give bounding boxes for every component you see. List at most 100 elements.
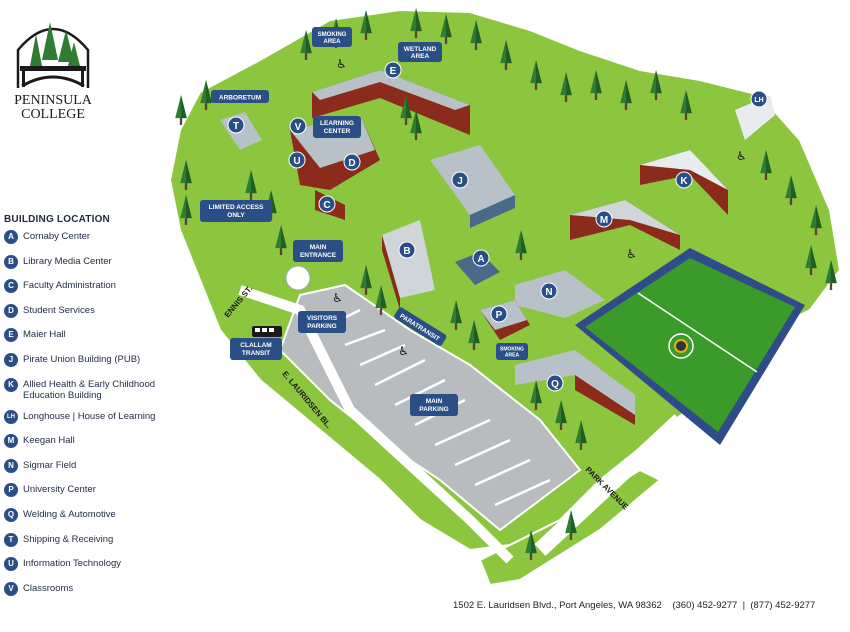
svg-text:ENTRANCE: ENTRANCE <box>300 252 337 259</box>
legend-label: Shipping & Receiving <box>23 533 114 545</box>
map-badge-m[interactable]: M <box>595 210 613 228</box>
legend-label: Faculty Administration <box>23 280 116 292</box>
svg-text:AREA: AREA <box>411 53 430 60</box>
legend-item: T Shipping & Receiving <box>4 532 179 558</box>
main-entrance-label: MAIN ENTRANCE <box>293 240 343 262</box>
svg-text:Q: Q <box>551 379 559 390</box>
turnaround <box>285 265 311 291</box>
legend-item: P University Center <box>4 483 179 508</box>
legend-label: Classrooms <box>23 582 74 594</box>
learning-center-label: LEARNING CENTER <box>313 116 361 138</box>
phone-2: (877) 452-9277 <box>750 600 816 611</box>
legend-badge: M <box>4 434 18 449</box>
legend-badge: A <box>4 230 18 244</box>
svg-text:TRANSIT: TRANSIT <box>242 350 270 357</box>
campus-map: E T V U D C J K M B A N P Q LH SMOKING A… <box>170 8 842 587</box>
building-lh-longhouse <box>735 95 775 140</box>
building-n <box>515 270 605 318</box>
legend-label: Information Technology <box>23 558 122 570</box>
legend-badge: N <box>4 458 18 473</box>
legend-item: Q Welding & Automotive <box>4 507 179 533</box>
legend-label: Student Services <box>23 304 95 316</box>
legend-badge: V <box>4 581 18 596</box>
svg-text:VISITORS: VISITORS <box>307 315 338 322</box>
map-badge-p[interactable]: P <box>490 305 508 323</box>
bus-icon <box>252 326 282 337</box>
map-badge-lh[interactable]: LH <box>750 90 768 108</box>
svg-text:AREA: AREA <box>323 39 341 45</box>
legend-badge: T <box>4 532 18 547</box>
map-badge-q[interactable]: Q <box>546 374 564 392</box>
map-badge-j[interactable]: J <box>451 171 469 189</box>
main-parking-label: MAIN PARKING <box>410 394 458 416</box>
peninsula-college-logo: PENINSULA COLLEGE <box>8 10 98 128</box>
legend-label: Pirate Union Building (PUB) <box>23 353 141 365</box>
building-k <box>640 150 728 215</box>
logo-line-2: COLLEGE <box>21 107 85 122</box>
wheelchair-icon: ♿ <box>336 57 347 71</box>
legend-title: BUILDING LOCATION <box>4 214 110 225</box>
legend-label: Welding & Automotive <box>23 508 116 520</box>
legend-label: Library Media Center <box>23 255 112 267</box>
address-text: 1502 E. Lauridsen Blvd., Port Angeles, W… <box>453 600 662 611</box>
svg-text:E: E <box>390 66 397 77</box>
svg-text:PARKING: PARKING <box>307 323 337 330</box>
svg-text:K: K <box>680 176 688 187</box>
map-badge-c[interactable]: C <box>318 195 336 213</box>
svg-text:V: V <box>295 122 302 133</box>
arboretum-label: ARBORETUM <box>211 90 269 103</box>
svg-text:B: B <box>403 246 410 257</box>
wheelchair-icon: ♿ <box>736 149 747 163</box>
smoking-area-label: SMOKING AREA <box>312 27 352 47</box>
map-badge-a[interactable]: A <box>472 249 490 267</box>
legend-label: Longhouse | House of Learning <box>23 410 156 422</box>
sigmar-soccer-field <box>575 248 805 445</box>
wheelchair-icon: ♿ <box>332 291 343 305</box>
svg-text:C: C <box>323 200 330 211</box>
map-badge-b[interactable]: B <box>398 241 416 259</box>
map-badge-d[interactable]: D <box>343 153 361 171</box>
legend-item: LH Longhouse | House of Learning <box>4 409 179 435</box>
phone-1: (360) 452-9277 <box>672 600 738 611</box>
legend-item: D Student Services <box>4 303 179 329</box>
map-badge-u[interactable]: U <box>288 151 306 169</box>
building-j-pub <box>430 145 515 228</box>
building-m <box>570 200 680 250</box>
svg-text:U: U <box>293 156 300 167</box>
legend-badge: C <box>4 279 18 294</box>
legend-label: Cornaby Center <box>23 231 91 242</box>
building-b-library <box>382 220 435 310</box>
map-badge-v[interactable]: V <box>289 117 307 135</box>
svg-text:MAIN: MAIN <box>426 398 443 405</box>
legend-label: University Center <box>23 484 96 496</box>
legend-badge: LH <box>4 409 18 424</box>
map-badge-e[interactable]: E <box>384 61 402 79</box>
svg-text:SMOKING: SMOKING <box>500 347 524 353</box>
svg-text:T: T <box>233 121 239 132</box>
svg-text:LEARNING: LEARNING <box>320 120 354 127</box>
footer-contact: 1502 E. Lauridsen Blvd., Port Angeles, W… <box>453 600 815 611</box>
legend-badge: D <box>4 303 18 318</box>
park-avenue-road <box>534 414 686 556</box>
legend-badge: E <box>4 328 18 343</box>
svg-text:ONLY: ONLY <box>227 212 245 219</box>
legend-label: Maier Hall <box>23 329 66 341</box>
map-badge-t[interactable]: T <box>227 116 245 134</box>
legend-badge: P <box>4 483 18 498</box>
legend-badge: Q <box>4 507 18 522</box>
svg-text:LIMITED ACCESS: LIMITED ACCESS <box>209 204 264 211</box>
building-e-maier-hall <box>312 70 470 135</box>
map-badge-n[interactable]: N <box>540 282 558 300</box>
svg-text:LH: LH <box>754 97 763 104</box>
legend-item: E Maier Hall <box>4 328 179 353</box>
wheelchair-icon: ♿ <box>398 344 409 358</box>
map-badge-k[interactable]: K <box>675 171 693 189</box>
svg-text:M: M <box>600 215 608 226</box>
